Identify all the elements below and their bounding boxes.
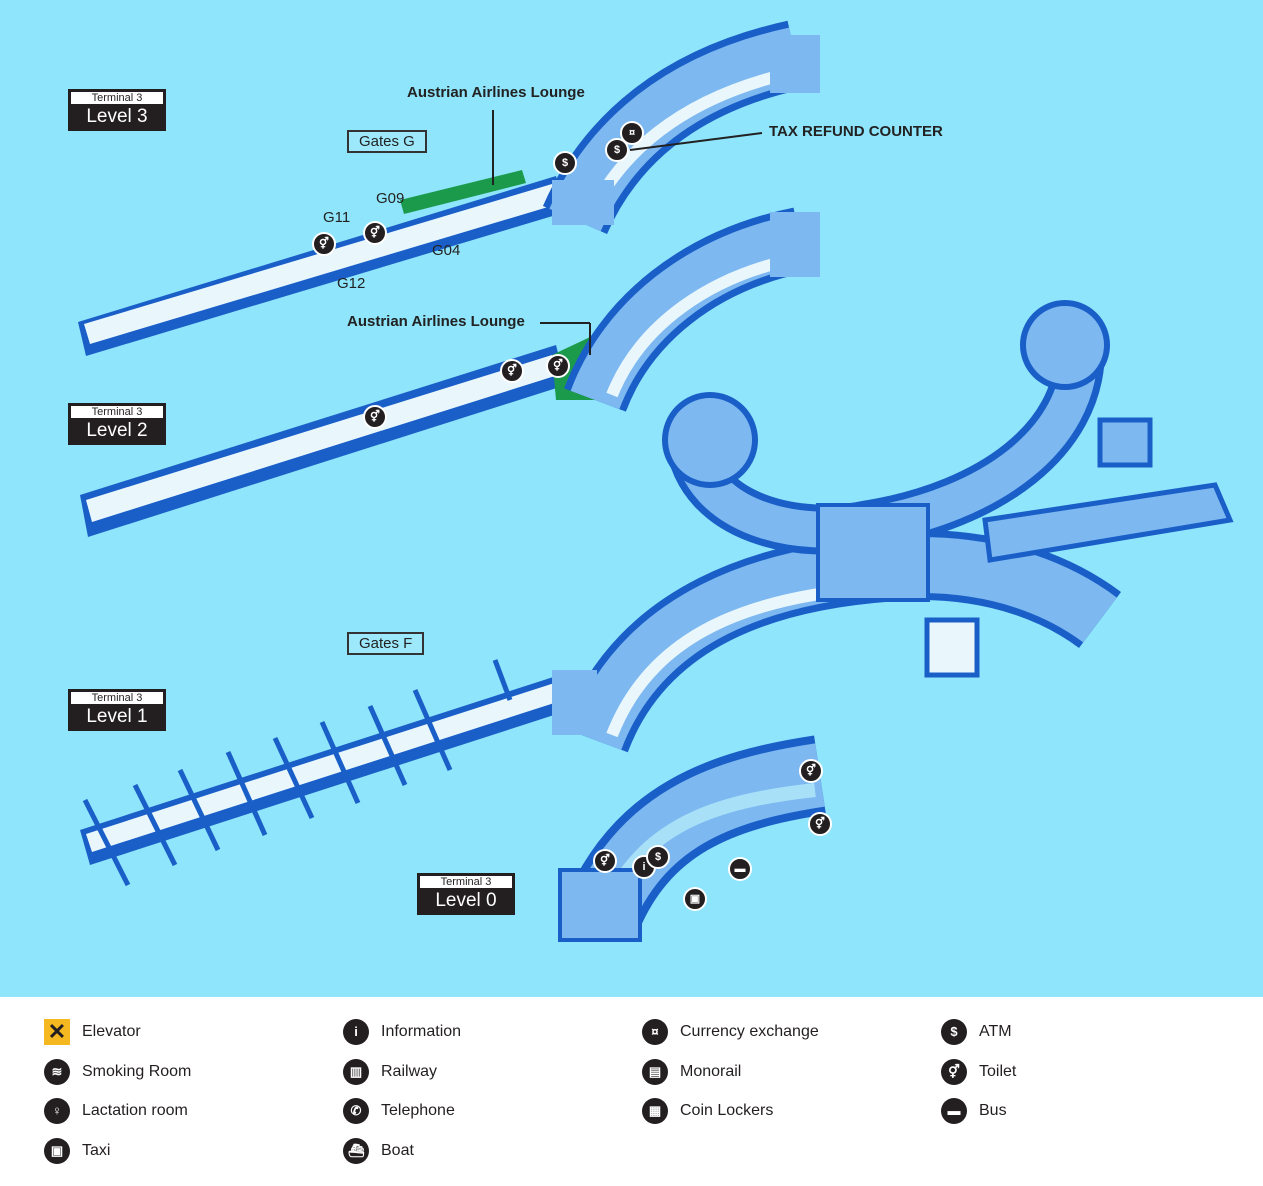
toilet-icon: ⚥ bbox=[363, 221, 387, 245]
telephone-icon: ✆ bbox=[343, 1098, 369, 1124]
toilet-icon: ⚥ bbox=[799, 759, 823, 783]
atm-icon: $ bbox=[941, 1019, 967, 1045]
map-legend: ✕ Elevator ≋ Smoking Room ♀ Lactation room ▣ Ta… bbox=[0, 997, 1263, 1186]
legend-label: Telephone bbox=[381, 1102, 455, 1119]
level-0-badge: Terminal 3 Level 0 bbox=[417, 873, 515, 915]
level-3-badge: Terminal 3 Level 3 bbox=[68, 89, 166, 131]
level-label: Level 0 bbox=[435, 890, 497, 911]
legend-label: ATM bbox=[979, 1023, 1012, 1040]
legend-item: ¤ Currency exchange bbox=[642, 1019, 819, 1045]
legend-item: ✕ Elevator bbox=[44, 1019, 141, 1045]
legend-label: Coin Lockers bbox=[680, 1102, 774, 1119]
legend-label: Information bbox=[381, 1023, 462, 1040]
legend-item: ✆ Telephone bbox=[343, 1098, 455, 1124]
legend-label: Toilet bbox=[979, 1063, 1017, 1080]
currency-exchange-icon: ¤ bbox=[642, 1019, 668, 1045]
legend-item: ▬ Bus bbox=[941, 1098, 1007, 1124]
currency-exchange-icon: ¤ bbox=[620, 121, 644, 145]
bus-icon: ▬ bbox=[941, 1098, 967, 1124]
legend-label: Bus bbox=[979, 1102, 1007, 1119]
taxi-icon: ▣ bbox=[683, 887, 707, 911]
taxi-icon: ▣ bbox=[44, 1138, 70, 1164]
toilet-icon: ⚥ bbox=[593, 849, 617, 873]
legend-label: Currency exchange bbox=[680, 1023, 819, 1040]
level-label: Level 2 bbox=[86, 420, 148, 441]
gates-f-label: Gates F bbox=[347, 632, 425, 655]
toilet-icon: ⚥ bbox=[941, 1059, 967, 1085]
gate-label: G11 bbox=[323, 209, 351, 226]
atm-icon: $ bbox=[553, 151, 577, 175]
smoking-room-icon: ≋ bbox=[44, 1059, 70, 1085]
gates-g-label: Gates G bbox=[347, 130, 427, 153]
terminal-label: Terminal 3 bbox=[71, 692, 163, 704]
elevator-icon: ✕ bbox=[44, 1019, 70, 1045]
gate-label: G12 bbox=[337, 275, 366, 292]
boat-icon: ⛴ bbox=[343, 1138, 369, 1164]
gate-label: G09 bbox=[376, 190, 405, 207]
terminal-label: Terminal 3 bbox=[71, 92, 163, 104]
level-1-plan bbox=[80, 300, 1234, 887]
legend-item: ≋ Smoking Room bbox=[44, 1059, 191, 1085]
legend-item: i Information bbox=[343, 1019, 461, 1045]
tax-refund-label: TAX REFUND COUNTER bbox=[769, 123, 943, 140]
toilet-icon: ⚥ bbox=[500, 359, 524, 383]
legend-label: Taxi bbox=[82, 1142, 111, 1159]
monorail-icon: ▤ bbox=[642, 1059, 668, 1085]
legend-item: ▥ Railway bbox=[343, 1059, 437, 1085]
legend-label: Railway bbox=[381, 1063, 438, 1080]
lounge-label-level-3: Austrian Airlines Lounge bbox=[407, 84, 585, 101]
legend-label: Elevator bbox=[82, 1023, 141, 1040]
legend-item: ⚥ Toilet bbox=[941, 1059, 1016, 1085]
information-icon: i bbox=[343, 1019, 369, 1045]
toilet-icon: ⚥ bbox=[312, 232, 336, 256]
legend-label: Smoking Room bbox=[82, 1063, 192, 1080]
atm-icon: $ bbox=[646, 845, 670, 869]
lounge-label-level-2: Austrian Airlines Lounge bbox=[347, 313, 525, 330]
legend-item: ♀ Lactation room bbox=[44, 1098, 188, 1124]
lactation-room-icon: ♀ bbox=[44, 1098, 70, 1124]
level-1-badge: Terminal 3 Level 1 bbox=[68, 689, 166, 731]
atm-icon: $ bbox=[605, 138, 629, 162]
legend-label: Boat bbox=[381, 1142, 414, 1159]
floor-plans bbox=[78, 20, 1234, 942]
toilet-icon: ⚥ bbox=[546, 354, 570, 378]
legend-item: ⛴ Boat bbox=[343, 1138, 414, 1164]
legend-item: ▤ Monorail bbox=[642, 1059, 741, 1085]
bus-icon: ▬ bbox=[728, 857, 752, 881]
level-3-plan bbox=[78, 20, 820, 356]
gate-label: G04 bbox=[432, 242, 461, 259]
legend-item: ▣ Taxi bbox=[44, 1138, 110, 1164]
level-2-badge: Terminal 3 Level 2 bbox=[68, 403, 166, 445]
level-0-plan bbox=[558, 735, 827, 942]
level-label: Level 3 bbox=[86, 106, 148, 127]
level-2-plan bbox=[80, 207, 820, 537]
terminal-map: Terminal 3 Level 3 Terminal 3 Level 2 Term… bbox=[0, 0, 1263, 997]
toilet-icon: ⚥ bbox=[808, 812, 832, 836]
railway-icon: ▥ bbox=[343, 1059, 369, 1085]
terminal-label: Terminal 3 bbox=[420, 876, 512, 888]
level-label: Level 1 bbox=[86, 706, 148, 727]
legend-label: Monorail bbox=[680, 1063, 742, 1080]
legend-label: Lactation room bbox=[82, 1102, 188, 1119]
terminal-label: Terminal 3 bbox=[71, 406, 163, 418]
toilet-icon: ⚥ bbox=[363, 405, 387, 429]
legend-item: $ ATM bbox=[941, 1019, 1012, 1045]
coin-lockers-icon: ▦ bbox=[642, 1098, 668, 1124]
legend-item: ▦ Coin Lockers bbox=[642, 1098, 773, 1124]
